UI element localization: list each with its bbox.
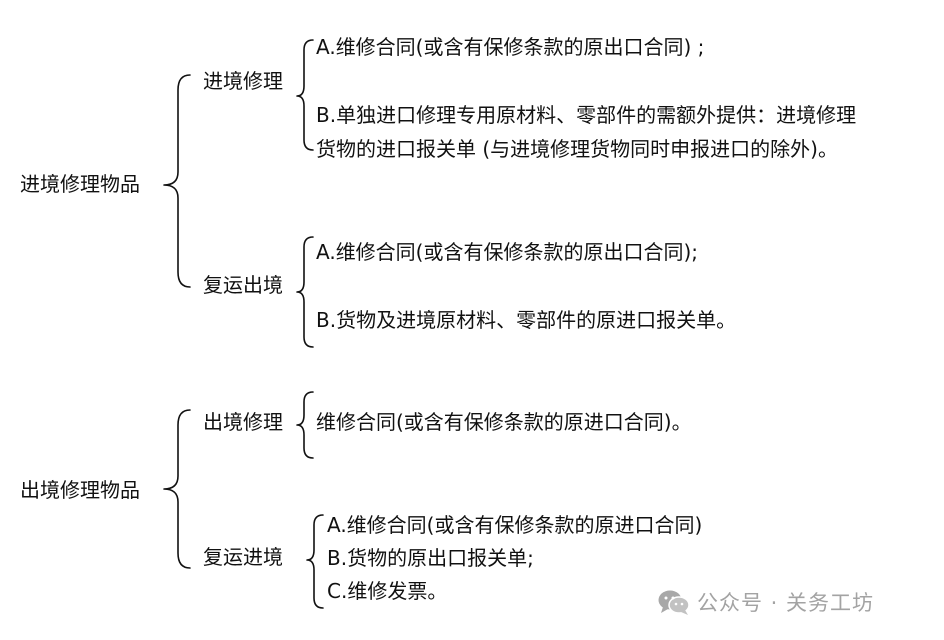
section-1-brace xyxy=(163,74,191,288)
list-item: A.维修合同(或含有保修条款的原出口合同) ; xyxy=(316,35,705,59)
list-item: A.维修合同(或含有保修条款的原进口合同) xyxy=(327,513,703,537)
list-item: B.单独进口修理专用原材料、零部件的需额外提供：进境修理 xyxy=(316,103,857,127)
wechat-icon xyxy=(657,588,691,616)
list-item: B.货物及进境原材料、零部件的原进口报关单。 xyxy=(316,308,737,332)
branch-label: 复运进境 xyxy=(203,545,283,569)
branch-label: 进境修理 xyxy=(203,69,283,93)
branch-label: 出境修理 xyxy=(203,410,283,434)
watermark-text: 公众号 · 关务工坊 xyxy=(697,591,875,615)
list-item: 货物的进口报关单 (与进境修理货物同时申报进口的除外)。 xyxy=(316,137,838,161)
section-title: 出境修理物品 xyxy=(20,478,140,502)
branch-2-2-brace xyxy=(306,514,324,609)
branch-label: 复运出境 xyxy=(203,273,283,297)
branch-2-1-brace xyxy=(296,391,314,459)
section-title: 进境修理物品 xyxy=(20,172,140,196)
list-item: B.货物的原出口报关单; xyxy=(327,546,534,570)
branch-1-2-brace xyxy=(296,236,314,348)
list-item: 维修合同(或含有保修条款的原进口合同)。 xyxy=(316,410,692,434)
branch-1-1-brace xyxy=(296,39,314,151)
watermark: 公众号 · 关务工坊 xyxy=(657,588,874,616)
list-item: A.维修合同(或含有保修条款的原出口合同); xyxy=(316,240,699,264)
section-2-brace xyxy=(163,409,191,569)
list-item: C.维修发票。 xyxy=(327,579,448,603)
